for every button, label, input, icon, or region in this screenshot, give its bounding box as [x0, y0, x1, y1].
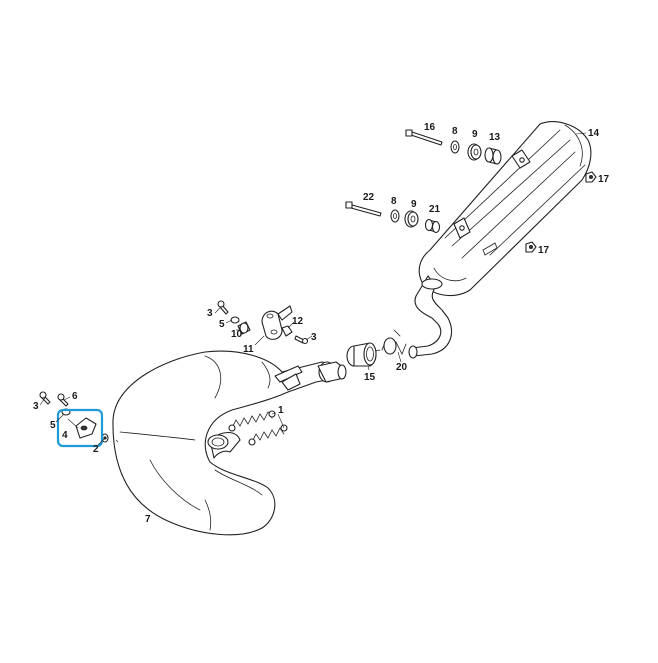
callout-5-bracket: 5: [219, 319, 225, 330]
spring-20[interactable]: [369, 329, 407, 355]
callout-5-front: 5: [50, 420, 56, 431]
bolt-3-front[interactable]: [39, 391, 51, 405]
callout-3-bracket-right: 3: [311, 332, 317, 343]
rubber-10[interactable]: [237, 321, 251, 335]
callout-17-lower: 17: [538, 245, 550, 256]
bolt-3-bracket-left[interactable]: [217, 300, 229, 315]
grommet-2[interactable]: [101, 433, 109, 443]
nut-12[interactable]: [281, 325, 293, 337]
silencer[interactable]: [418, 121, 592, 297]
nut-17-lower[interactable]: [525, 241, 537, 253]
grommet-9-lower[interactable]: [404, 210, 419, 228]
callout-labels: 1 2 3 3 3 4 5 5 6 7 8 8 9 9 10 11 12 13 …: [33, 122, 610, 525]
bolt-22[interactable]: [345, 201, 382, 217]
callout-4: 4: [62, 430, 68, 441]
callout-20: 20: [396, 362, 408, 373]
callout-12: 12: [292, 316, 304, 327]
callout-2: 2: [93, 444, 99, 455]
spacer-13[interactable]: [484, 147, 502, 165]
callout-13: 13: [489, 132, 501, 143]
sleeve-15[interactable]: [346, 342, 377, 367]
grommet-9-upper[interactable]: [467, 143, 482, 161]
washer-8-lower[interactable]: [390, 209, 400, 223]
callout-8-lower: 8: [391, 196, 397, 207]
bolt-6[interactable]: [57, 393, 69, 407]
callout-6: 6: [72, 391, 78, 402]
bolt-16[interactable]: [405, 129, 443, 146]
callout-3-front: 3: [33, 401, 39, 412]
spring-1-upper[interactable]: [228, 410, 276, 432]
highlight-box: [56, 408, 104, 448]
callout-9-lower: 9: [411, 199, 417, 210]
leader-lines: [39, 132, 587, 446]
callout-11: 11: [243, 344, 254, 355]
callout-16: 16: [424, 122, 436, 133]
callout-8-upper: 8: [452, 126, 458, 137]
callout-3-bracket-left: 3: [207, 308, 213, 319]
bracket-4[interactable]: [75, 417, 97, 439]
callout-21: 21: [429, 204, 441, 215]
silencer-link-pipe[interactable]: [408, 275, 452, 359]
washer-8-upper[interactable]: [450, 140, 460, 154]
expansion-chamber[interactable]: [112, 350, 347, 536]
callout-15: 15: [364, 372, 376, 383]
callout-7: 7: [145, 514, 151, 525]
bolt-3-bracket-right[interactable]: [294, 335, 309, 345]
spring-1-lower[interactable]: [248, 424, 288, 446]
callout-22: 22: [363, 192, 375, 203]
spacer-21[interactable]: [424, 218, 441, 234]
callout-10: 10: [231, 329, 243, 340]
bracket-11[interactable]: [261, 305, 293, 340]
nut-17-upper[interactable]: [585, 171, 597, 183]
washer-5-bracket[interactable]: [230, 316, 240, 324]
callout-17-upper: 17: [598, 174, 610, 185]
callout-14: 14: [588, 128, 600, 139]
callout-9-upper: 9: [472, 129, 478, 140]
callout-1: 1: [278, 405, 284, 416]
